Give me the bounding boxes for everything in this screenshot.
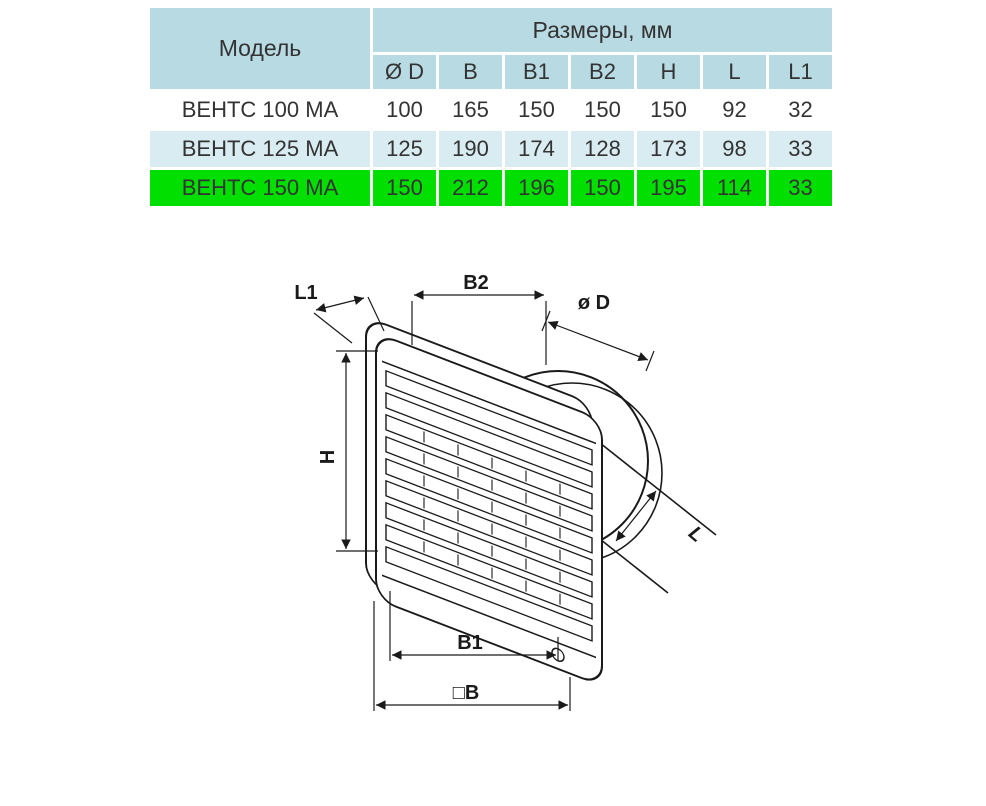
label-b1: B1	[457, 632, 483, 654]
col-header-b2: B2	[571, 55, 634, 89]
louver-ticks	[423, 431, 561, 605]
value-cell: 190	[439, 131, 502, 167]
value-cell: 150	[373, 170, 436, 206]
value-cell: 32	[769, 92, 832, 128]
label-l: L	[684, 522, 708, 547]
value-cell: 125	[373, 131, 436, 167]
col-header-l1: L1	[769, 55, 832, 89]
louver-slats	[385, 369, 593, 642]
value-cell: 98	[703, 131, 766, 167]
col-header-b1: B1	[505, 55, 568, 89]
sizes-group-header: Размеры, мм	[373, 8, 832, 52]
fan-body	[365, 322, 717, 681]
dim-l1	[313, 295, 385, 344]
label-diameter: ø D	[578, 292, 610, 314]
value-cell: 150	[571, 170, 634, 206]
value-cell: 33	[769, 131, 832, 167]
dimensions-table: Модель Размеры, мм Ø D B B1 B2 H L L1 ВЕ…	[147, 5, 835, 209]
label-b2: B2	[463, 272, 489, 294]
value-cell: 212	[439, 170, 502, 206]
value-cell: 150	[571, 92, 634, 128]
dim-b1	[389, 591, 559, 661]
dim-l	[615, 490, 657, 542]
table-row: ВЕНТС 100 МА 100 165 150 150 150 92 32	[150, 92, 832, 128]
label-b: □B	[453, 682, 480, 704]
dim-h	[336, 350, 378, 552]
value-cell: 150	[505, 92, 568, 128]
value-cell: 195	[637, 170, 700, 206]
label-h: H	[317, 450, 339, 464]
value-cell: 100	[373, 92, 436, 128]
col-header-b: B	[439, 55, 502, 89]
value-cell: 128	[571, 131, 634, 167]
label-l1: L1	[294, 282, 317, 304]
dim-b2	[411, 290, 547, 365]
value-cell: 165	[439, 92, 502, 128]
table-row-highlighted: ВЕНТС 150 МА 150 212 196 150 195 114 33	[150, 170, 832, 206]
col-header-diameter: Ø D	[373, 55, 436, 89]
dimension-lines	[313, 290, 657, 711]
value-cell: 174	[505, 131, 568, 167]
fan-dimension-diagram: L1 B2 ø D H L B1 □B	[294, 272, 717, 711]
front-panel	[375, 338, 603, 681]
col-header-h: H	[637, 55, 700, 89]
model-cell: ВЕНТС 150 МА	[150, 170, 370, 206]
model-cell: ВЕНТС 125 МА	[150, 131, 370, 167]
value-cell: 33	[769, 170, 832, 206]
value-cell: 150	[637, 92, 700, 128]
model-column-header: Модель	[150, 8, 370, 89]
value-cell: 173	[637, 131, 700, 167]
col-header-l: L	[703, 55, 766, 89]
table-row: ВЕНТС 125 МА 125 190 174 128 173 98 33	[150, 131, 832, 167]
dim-b	[373, 601, 571, 711]
value-cell: 196	[505, 170, 568, 206]
dim-diameter	[541, 310, 655, 372]
duct-projection-line	[599, 442, 717, 536]
value-cell: 114	[703, 170, 766, 206]
fan-drawing-area: L1 B2 ø D H L B1 □B	[0, 209, 986, 799]
value-cell: 92	[703, 92, 766, 128]
model-cell: ВЕНТС 100 МА	[150, 92, 370, 128]
